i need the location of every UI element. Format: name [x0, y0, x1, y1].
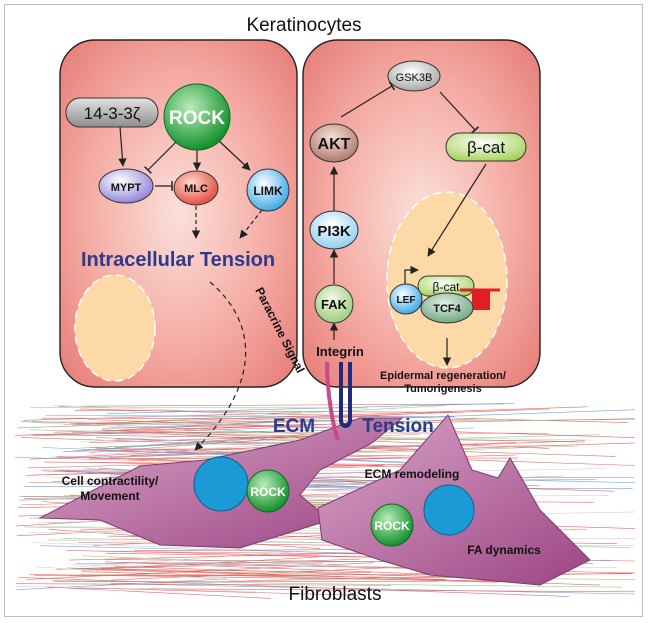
- cell-contractility-label: Cell contractility/: [62, 474, 159, 488]
- ecm-fiber: [52, 405, 386, 419]
- ecm-fiber: [126, 583, 636, 595]
- ecm-fiber: [29, 446, 280, 460]
- arrow-limk-tension: [239, 209, 263, 239]
- ecm-fiber: [89, 434, 340, 443]
- ecm-fiber: [74, 410, 461, 413]
- pi3k-node: [309, 210, 359, 250]
- paracrine-arrow: [194, 281, 247, 451]
- gsk3b-label: GSK3B: [396, 72, 433, 84]
- fibroblast-nucleus-right: [423, 484, 475, 536]
- tcf4-node: [420, 292, 474, 324]
- ecm-fiber: [15, 585, 256, 592]
- mlc-node: [173, 170, 219, 206]
- integrin-subunit-alpha: [325, 361, 340, 441]
- rock-label-fibroblast-right: ROCK: [374, 519, 410, 533]
- ecm-fiber: [105, 411, 452, 432]
- akt-label: AKT: [318, 136, 351, 153]
- figure-border: [4, 4, 643, 617]
- bcat-node: [445, 132, 527, 162]
- rock-node-fibroblast-left: [246, 469, 290, 513]
- rock-node-fibroblast-right: [370, 503, 414, 547]
- movement-label: Movement: [80, 489, 139, 503]
- lef-transcription-arrow: [404, 265, 419, 288]
- ecm-fiber: [46, 586, 272, 599]
- ecm-fiber: [90, 447, 636, 466]
- arrow-rock-limk: [217, 139, 251, 171]
- integrin-subunit-beta: [339, 362, 352, 428]
- limk-label: LIMK: [253, 184, 283, 198]
- ecm-fiber: [115, 438, 439, 448]
- ecm-fiber: [15, 583, 392, 586]
- ecm-fiber: [72, 435, 301, 452]
- rock-node: [163, 83, 231, 151]
- mypt-label: MYPT: [111, 182, 142, 194]
- limk-node: [246, 168, 290, 212]
- bcat-label: β-cat: [467, 138, 505, 157]
- ecm-fiber: [58, 403, 505, 407]
- ecm-tension-label: Tension: [362, 416, 433, 437]
- epidermal-regeneration-label: Epidermal regeneration/: [380, 370, 506, 382]
- ecm-fiber: [128, 442, 636, 460]
- ecm-fiber: [35, 566, 237, 581]
- ecm-fiber: [18, 577, 569, 597]
- ecm-fiber: [85, 443, 288, 456]
- rock-label: ROCK: [169, 108, 225, 129]
- ecm-fiber: [81, 571, 499, 583]
- ecm-fiber: [113, 566, 475, 579]
- ecm-fiber: [106, 402, 515, 414]
- mypt-node: [98, 168, 154, 204]
- ecm-fiber: [94, 587, 359, 596]
- fibroblasts-title: Fibroblasts: [289, 584, 382, 605]
- tumorigenesis-label: Tumorigenesis: [404, 383, 481, 395]
- fak-node: [314, 284, 354, 324]
- ecm-fiber: [69, 406, 588, 425]
- ecm-fiber: [133, 549, 383, 552]
- inhibit-akt-gsk3b: [340, 81, 396, 118]
- ecm-fiber: [128, 445, 580, 461]
- ecm-fiber: [30, 422, 237, 433]
- ecm-fiber: [72, 432, 548, 434]
- ecm-fiber: [69, 587, 636, 593]
- ecm-label: ECM: [273, 416, 315, 437]
- inhibit-gsk3b-bcat: [439, 91, 480, 134]
- ecm-fiber: [103, 415, 496, 419]
- ecm-fiber: [63, 419, 358, 425]
- pi3k-label: PI3K: [317, 223, 351, 240]
- mlc-label: MLC: [184, 183, 208, 195]
- ywhaz-node: [65, 97, 159, 128]
- ecm-fiber: [89, 433, 350, 453]
- inhibit-rock-mypt: [144, 139, 179, 174]
- ecm-fiber: [40, 545, 386, 555]
- keratinocytes-title: Keratinocytes: [246, 15, 361, 36]
- ecm-fiber: [25, 562, 374, 580]
- ecm-fiber: [45, 415, 455, 418]
- tcf4-repressor-block: [472, 290, 490, 310]
- ecm-remodeling-label: ECM remodeling: [365, 467, 460, 481]
- intracellular-tension-label: Intracellular Tension: [81, 249, 275, 271]
- ecm-fiber: [26, 427, 475, 436]
- arrow-ywhaz-mypt: [118, 126, 127, 167]
- nucleus-left: [74, 274, 156, 382]
- fa-dynamics-label: FA dynamics: [467, 543, 541, 557]
- tcf4-label: TCF4: [433, 303, 461, 315]
- rock-label-fibroblast-left: ROCK: [250, 485, 286, 499]
- lef-label: LEF: [397, 295, 416, 306]
- lef-node: [389, 283, 423, 315]
- integrin-label: Integrin: [316, 344, 364, 359]
- fibroblast-nucleus-left: [193, 456, 249, 512]
- fak-label: FAK: [321, 297, 348, 312]
- ecm-fiber: [83, 556, 319, 571]
- ywhaz-label: 14-3-3ζ: [84, 104, 141, 123]
- gsk3b-node: [387, 60, 441, 92]
- akt-node: [309, 123, 359, 163]
- bcat-nuclear-label: β-cat: [433, 280, 461, 294]
- ecm-fiber: [30, 434, 575, 442]
- arrow-bcat-nucleus: [427, 163, 487, 257]
